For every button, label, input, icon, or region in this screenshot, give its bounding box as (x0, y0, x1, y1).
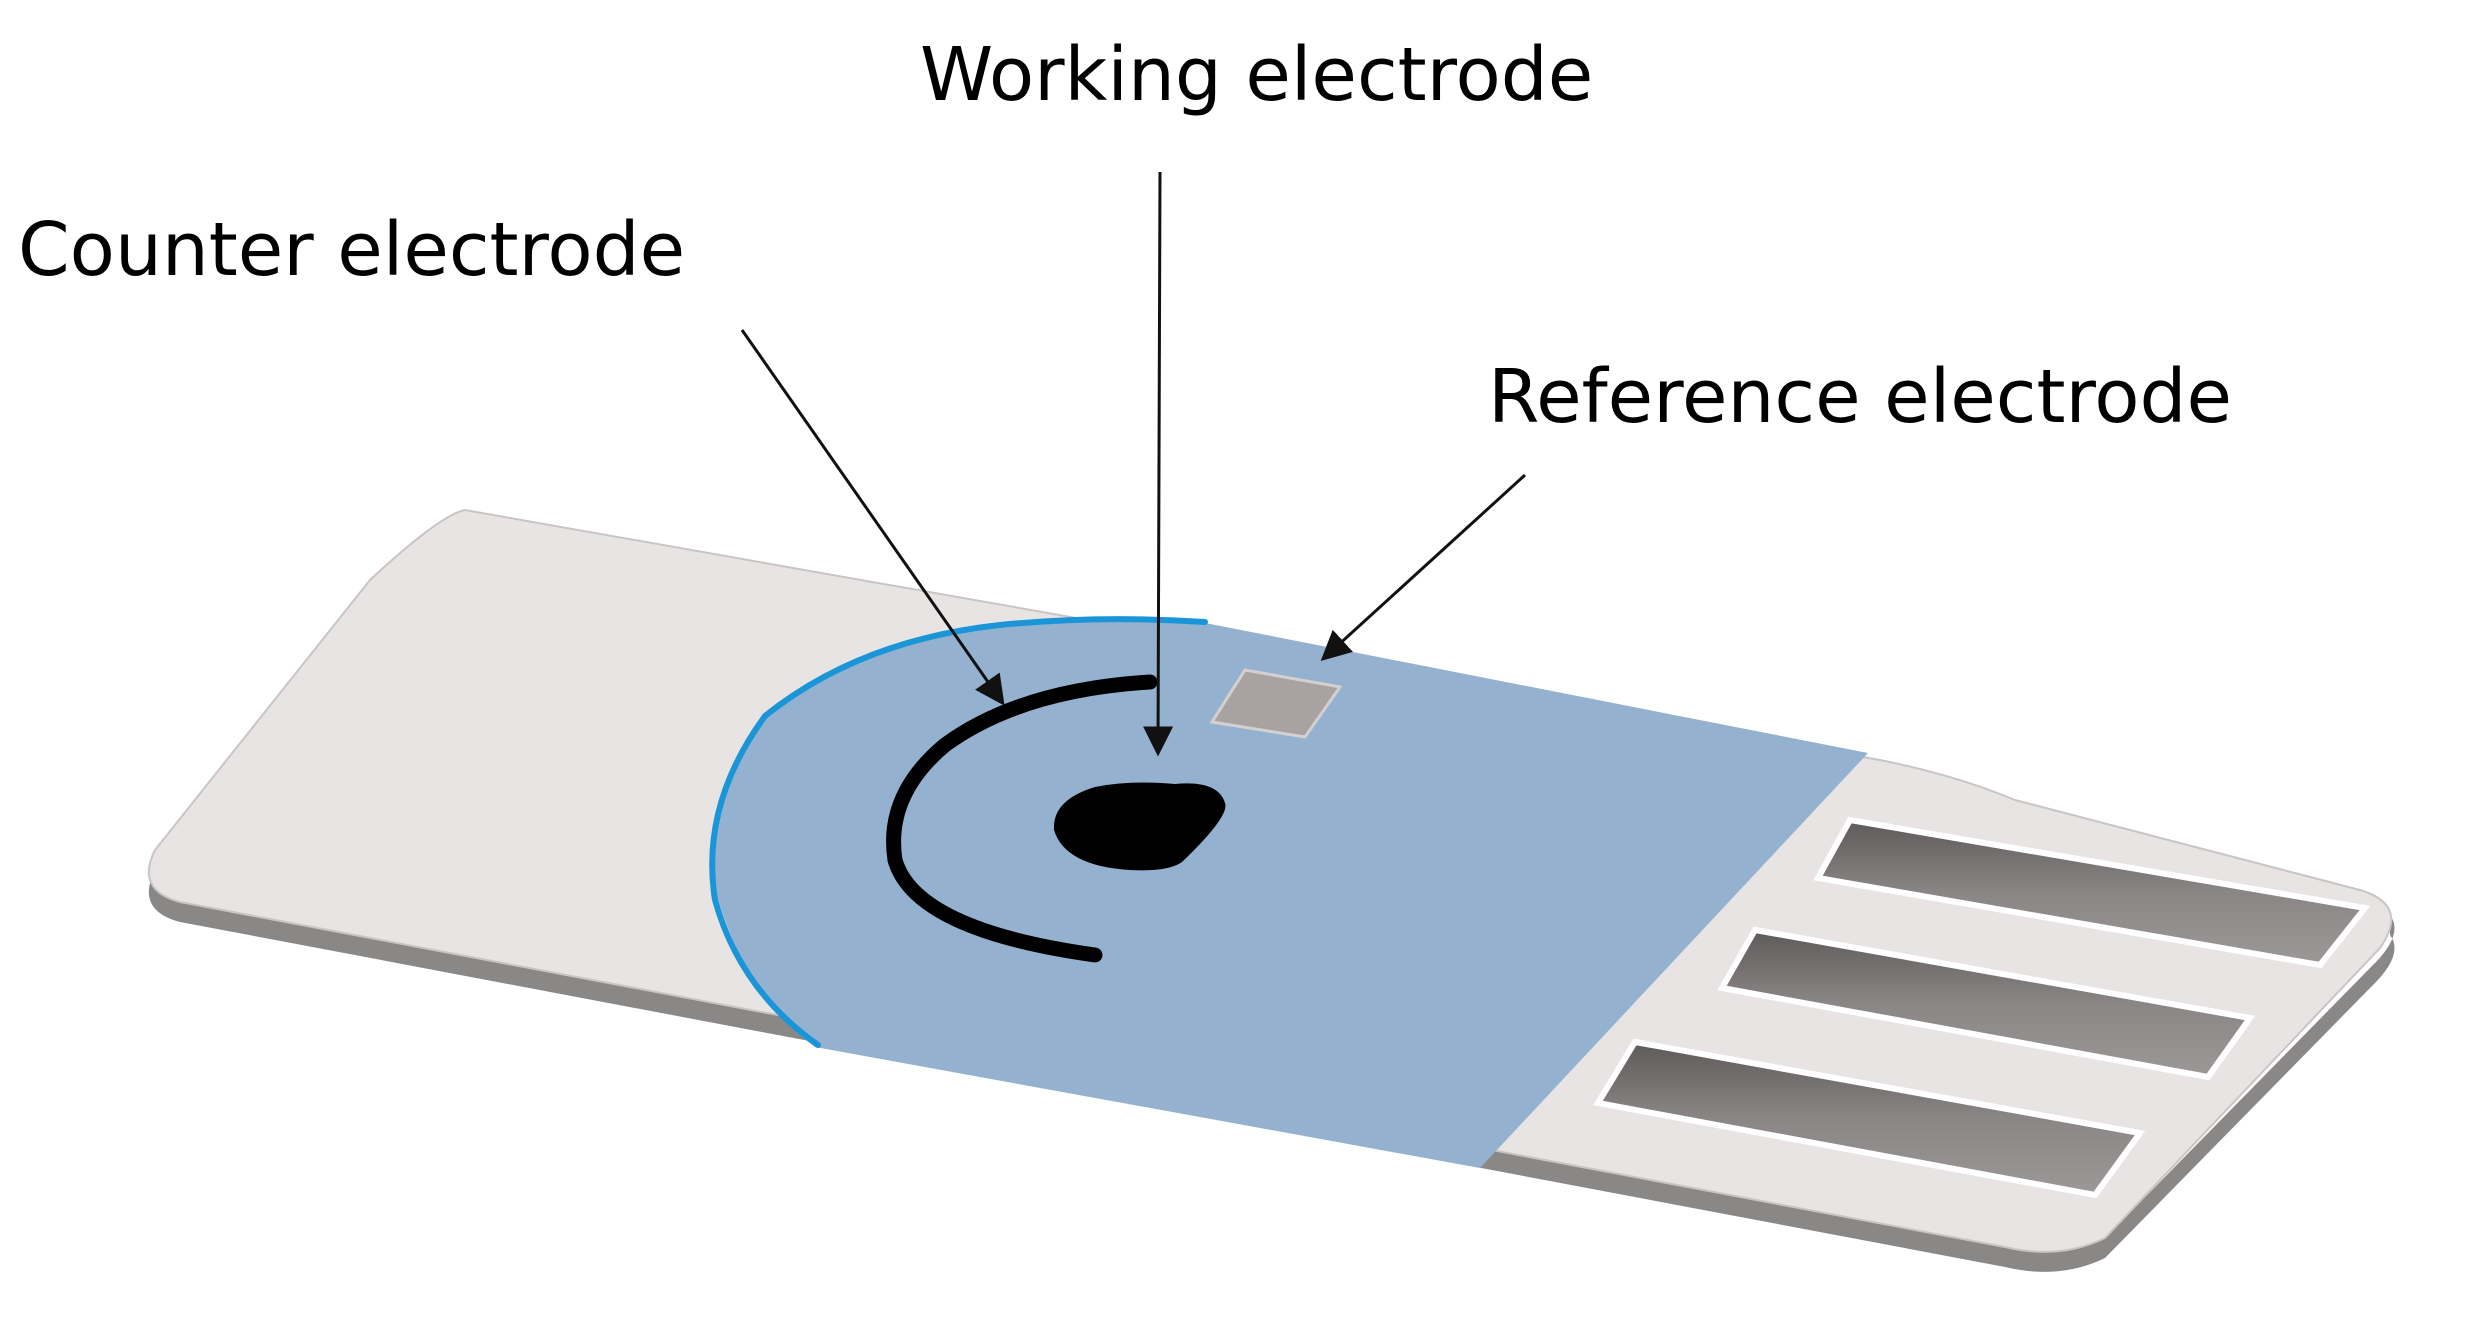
contact-pads (1593, 816, 2371, 1199)
working-electrode (1053, 782, 1226, 871)
contact-pad-3 (1593, 1038, 2146, 1199)
insulation-layer (713, 619, 1868, 1168)
reference-arrow (1320, 473, 1527, 662)
insulation-rim (709, 616, 1208, 1048)
working-arrow (1143, 171, 1174, 757)
counter-electrode (886, 674, 1158, 963)
reference-electrode (1209, 668, 1343, 739)
counter-arrow (740, 329, 1005, 706)
contact-pad-2 (1717, 926, 2256, 1081)
reference-electrode-label: Reference electrode (1488, 354, 2232, 440)
counter-electrode-label: Counter electrode (18, 207, 685, 293)
contact-pad-1 (1813, 816, 2371, 969)
working-electrode-label: Working electrode (920, 32, 1593, 118)
